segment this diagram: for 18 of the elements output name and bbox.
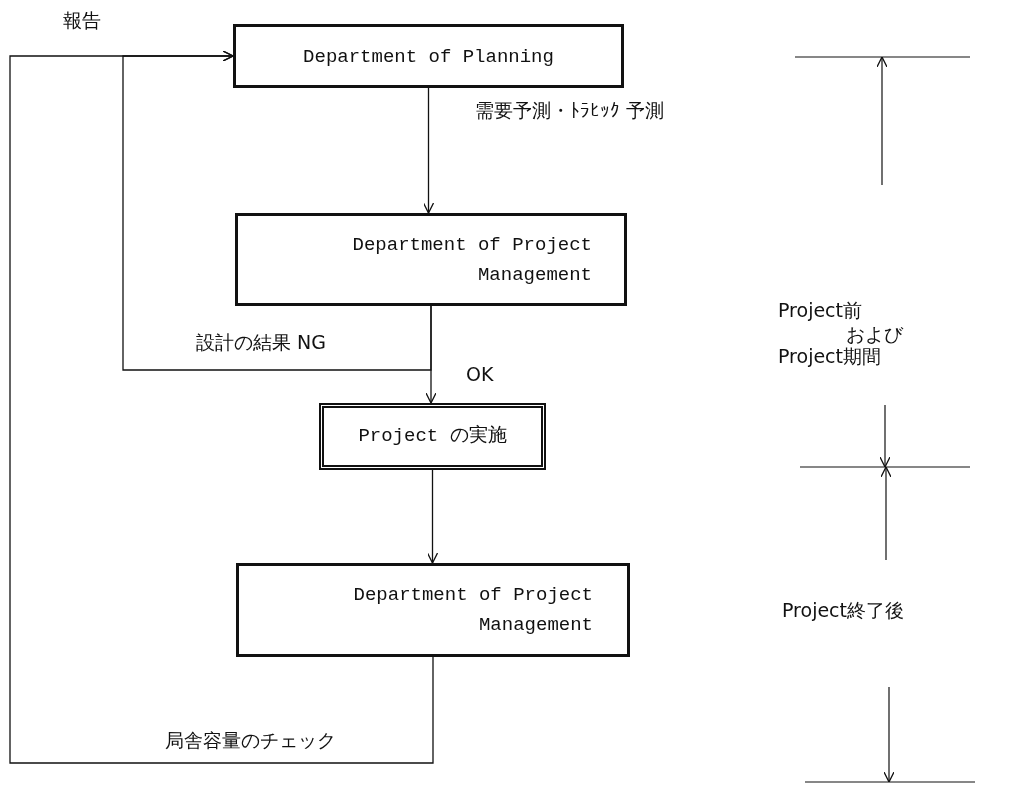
note-text: Project前 [778, 298, 862, 322]
arrow [9, 50, 434, 764]
note-text: 報告 [63, 8, 101, 32]
note-text: Project終了後 [782, 598, 904, 622]
box-label: Department of Project Management [352, 583, 593, 638]
note-text: Project期間 [778, 344, 881, 368]
edge-label: 需要予測・ﾄﾗﾋｯｸ 予測 [475, 98, 665, 122]
box-label: Department of Planning [302, 45, 555, 70]
process-box [233, 24, 624, 88]
double-border-box [319, 403, 546, 470]
box-label: Department of Project Management [351, 233, 592, 288]
edge-label: 局舎容量のチェック [165, 728, 336, 752]
edge-label: 設計の結果 NG [196, 330, 326, 354]
box-label: Project の実施 [357, 424, 508, 449]
arrow [422, 87, 435, 214]
process-box [235, 213, 627, 306]
process-box [236, 563, 630, 657]
arrow [426, 469, 439, 564]
